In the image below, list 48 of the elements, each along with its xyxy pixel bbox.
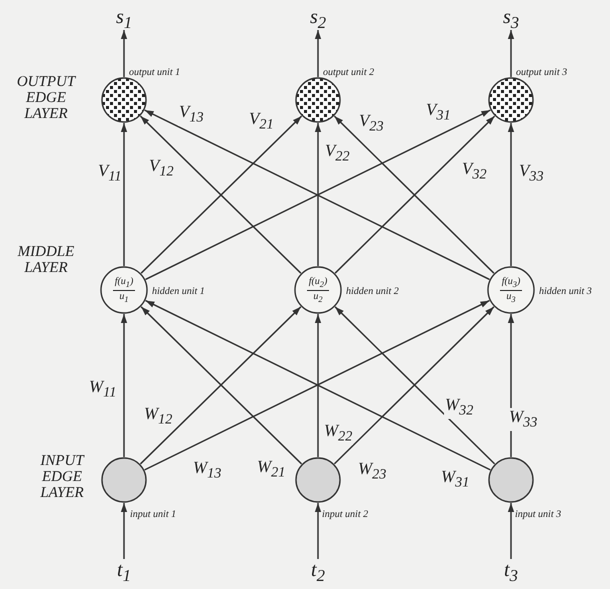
unit-caption: output unit 3: [516, 67, 568, 78]
arrow: [314, 123, 322, 266]
arrow: [314, 30, 322, 77]
input-unit-circle: [101, 457, 147, 503]
arrow: [120, 314, 128, 457]
activation-function-text: f(u$_{3}$): [502, 276, 520, 289]
hidden-unit-circle: [487, 266, 535, 314]
activation-function-text: f(u$_{1}$): [114, 276, 134, 289]
weight-label: W$_{22}$: [323, 422, 354, 445]
input-unit-circle: [295, 457, 341, 503]
layer-label: MIDDLE LAYER: [16, 245, 76, 276]
variable-label: s$_{2}$: [304, 6, 332, 30]
unit-caption: input unit 2: [322, 509, 368, 520]
unit-caption: input unit 1: [130, 509, 176, 520]
layer-label: OUTPUT EDGE LAYER: [16, 75, 77, 122]
output-unit-circle: [101, 77, 147, 123]
unit-caption: output unit 1: [129, 67, 180, 78]
unit-caption: output unit 2: [323, 67, 374, 78]
output-unit-circle: [488, 77, 534, 123]
hidden-unit-circle: [100, 266, 148, 314]
weight-label: V$_{13}$: [178, 103, 205, 126]
net-input-text: u$_{2}$: [307, 290, 329, 304]
arrow: [508, 503, 514, 559]
variable-label: t$_{2}$: [304, 559, 332, 585]
output-unit-circle: [295, 77, 341, 123]
unit-caption: hidden unit 2: [346, 286, 399, 297]
input-unit-circle: [488, 457, 534, 503]
unit-caption: hidden unit 1: [152, 286, 205, 297]
arrow: [120, 30, 128, 77]
arrow: [314, 503, 322, 559]
hidden-unit-circle: [294, 266, 342, 314]
layer-label: INPUT EDGE LAYER: [39, 454, 86, 502]
activation-function-text: f(u$_{2}$): [308, 276, 328, 289]
weight-label: W$_{32}$: [444, 396, 474, 419]
variable-label: s$_{1}$: [110, 6, 138, 30]
variable-label: s$_{3}$: [497, 6, 525, 30]
variable-label: t$_{1}$: [110, 559, 138, 585]
unit-caption: input unit 3: [515, 509, 562, 520]
arrow: [120, 503, 128, 559]
arrow: [314, 314, 322, 457]
weight-label: W$_{33}$: [508, 408, 538, 431]
net-input-text: u$_{3}$: [500, 290, 522, 304]
variable-label: t$_{3}$: [497, 559, 525, 585]
arrow: [508, 30, 514, 77]
net-input-text: u$_{1}$: [113, 290, 135, 304]
unit-caption: hidden unit 3: [539, 286, 592, 297]
arrow: [120, 123, 128, 266]
arrow: [508, 123, 514, 266]
